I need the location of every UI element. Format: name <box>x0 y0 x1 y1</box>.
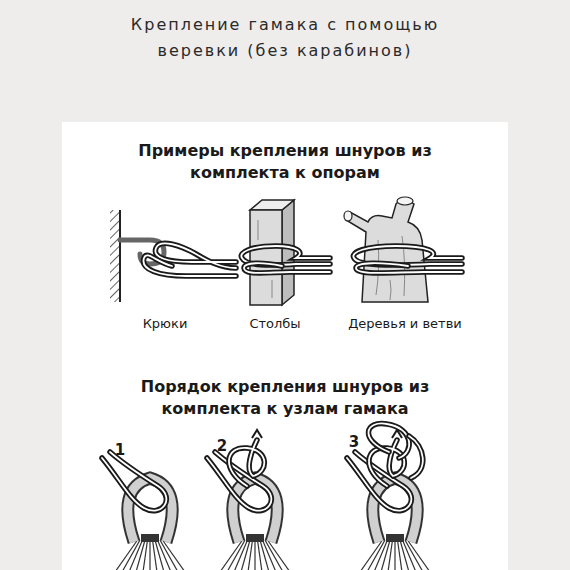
stroke <box>268 540 291 570</box>
tree-figure <box>344 197 462 302</box>
stroke <box>248 540 253 570</box>
stroke <box>408 540 431 570</box>
cord-core <box>244 263 330 273</box>
support-label: Крюки <box>125 315 205 332</box>
knot-steps <box>102 423 430 570</box>
cord-core <box>143 255 236 276</box>
step-number: 3 <box>344 432 364 452</box>
post-figure <box>241 200 330 305</box>
section-heading: Примеры крепления шнуров из комплекта к … <box>135 140 435 184</box>
cord <box>244 263 330 273</box>
stroke <box>265 540 283 570</box>
cord-core <box>102 452 166 511</box>
cord <box>143 255 236 276</box>
cord-core <box>368 423 409 458</box>
cord <box>409 436 423 478</box>
cord-core <box>229 440 264 486</box>
stroke <box>405 540 423 570</box>
cord-core <box>356 263 462 273</box>
step-number: 2 <box>212 436 232 456</box>
cord <box>368 423 409 458</box>
stroke <box>149 540 150 570</box>
cord <box>102 452 166 511</box>
cord-core <box>409 436 423 478</box>
page-title: Крепление гамака с помощью веревки (без … <box>125 12 445 64</box>
support-label: Деревья и ветви <box>330 315 480 332</box>
cord <box>356 263 462 273</box>
white-panel <box>62 122 508 570</box>
stroke <box>141 534 159 542</box>
stroke <box>386 534 404 542</box>
stroke <box>163 540 186 570</box>
cord <box>229 440 264 486</box>
hook-figure <box>110 210 236 302</box>
support-label: Столбы <box>235 315 315 332</box>
direction-arrow <box>252 430 262 438</box>
step-number: 1 <box>110 440 130 460</box>
stroke <box>388 540 393 570</box>
stroke <box>246 534 264 542</box>
stroke <box>160 540 178 570</box>
stroke <box>254 540 255 570</box>
stroke <box>143 540 148 570</box>
stroke <box>394 540 395 570</box>
section-heading: Порядок крепления шнуров из комплекта к … <box>135 376 435 420</box>
